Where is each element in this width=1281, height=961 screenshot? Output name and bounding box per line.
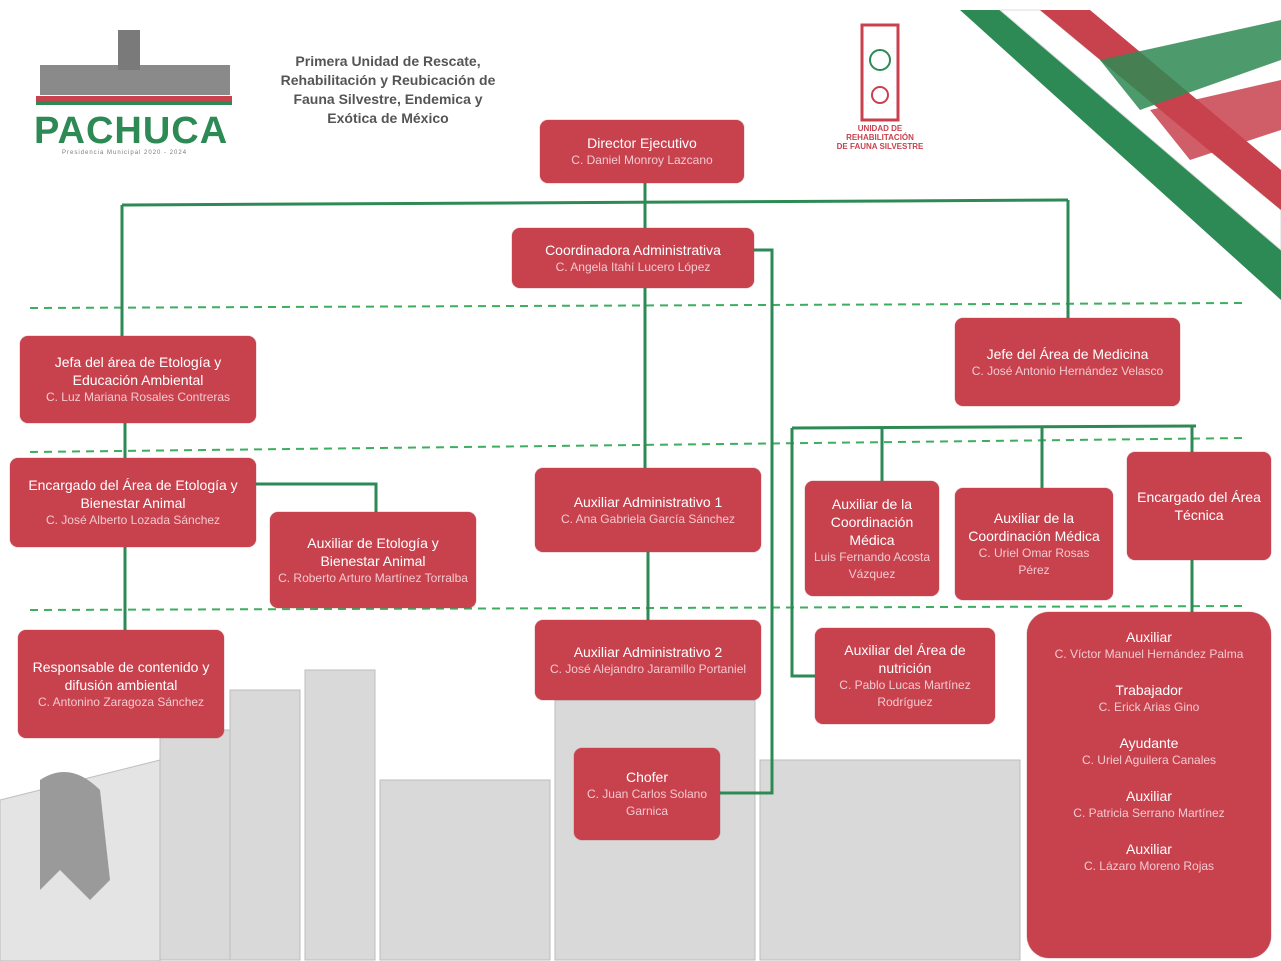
node-title: Encargado del Área Técnica <box>1137 489 1261 523</box>
pachuca-logo-subtitle: Presidencia Municipal 2020 - 2024 <box>62 150 188 156</box>
header-title-line: Primera Unidad de Rescate, <box>295 53 481 69</box>
node-person: C. Lázaro Moreno Rojas <box>1083 859 1215 873</box>
header-title: Primera Unidad de Rescate, Rehabilitació… <box>248 52 528 128</box>
staff-entry: Auxiliar C. Lázaro Moreno Rojas <box>1035 840 1263 875</box>
unidad-logo-line: DE FAUNA SILVESTRE <box>836 142 924 151</box>
node-person: C. Uriel Aguilera Canales <box>1081 753 1217 767</box>
node-auxiliar-etologia: Auxiliar de Etología y Bienestar Animal … <box>270 512 476 608</box>
city-skyline <box>0 669 1021 961</box>
node-person: C. Angela Itahí Lucero López <box>555 259 711 274</box>
node-title: Auxiliar Administrativo 2 <box>573 643 723 660</box>
staff-entry: Ayudante C. Uriel Aguilera Canales <box>1035 734 1263 769</box>
node-person: C. José Alejandro Jaramillo Portaniel <box>549 661 747 676</box>
staff-entry: Auxiliar C. Víctor Manuel Hernández Palm… <box>1035 628 1263 663</box>
node-title: Auxiliar <box>1126 788 1172 804</box>
node-encargado-etologia: Encargado del Área de Etología y Bienest… <box>10 458 256 547</box>
header-title-line: Rehabilitación y Reubicación de <box>280 72 496 88</box>
node-title: Jefe del Área de Medicina <box>986 345 1149 362</box>
staff-entry: Trabajador C. Erick Arias Gino <box>1035 681 1263 716</box>
node-coordinadora: Coordinadora Administrativa C. Angela It… <box>512 228 754 288</box>
node-responsable-contenido: Responsable de contenido y difusión ambi… <box>18 630 224 738</box>
node-title: Auxiliar de Etología y Bienestar Animal <box>307 534 439 569</box>
node-title: Encargado del Área de Etología y Bienest… <box>28 477 238 511</box>
header-title-line: Fauna Silvestre, Endemica y <box>293 91 483 107</box>
node-jefe-medicina: Jefe del Área de Medicina C. José Antoni… <box>955 318 1180 406</box>
node-title: Responsable de contenido y difusión ambi… <box>32 658 210 693</box>
node-person: C. Roberto Arturo Martínez Torralba <box>278 570 468 585</box>
node-person: C. Juan Carlos Solano Garnica <box>586 787 708 818</box>
node-title: Chofer <box>625 769 669 785</box>
node-person: C. Patricia Serrano Martínez <box>1073 806 1225 820</box>
node-title: Auxiliar de la Coordinación Médica <box>968 510 1100 544</box>
node-area-tecnica-staff: Auxiliar C. Víctor Manuel Hernández Palm… <box>1027 612 1271 958</box>
node-title: Auxiliar <box>1126 841 1172 857</box>
node-auxiliar-administrativo-1: Auxiliar Administrativo 1 C. Ana Gabriel… <box>535 468 761 552</box>
node-jefa-etologia: Jefa del área de Etología y Educación Am… <box>20 336 256 423</box>
header-title-line: Exótica de México <box>327 110 449 126</box>
node-person: C. Daniel Monroy Lazcano <box>571 153 713 167</box>
node-auxiliar-coordinacion-medica-2: Auxiliar de la Coordinación Médica C. Ur… <box>955 488 1113 600</box>
hierarchy-lines <box>120 183 1197 795</box>
node-title: Auxiliar Administrativo 1 <box>573 493 723 510</box>
staff-entry: Auxiliar C. Patricia Serrano Martínez <box>1035 787 1263 822</box>
node-title: Director Ejecutivo <box>587 135 697 151</box>
node-title: Jefa del área de Etología y Educación Am… <box>54 354 222 388</box>
node-person: C. Antonino Zaragoza Sánchez <box>37 694 205 709</box>
node-title: Trabajador <box>1115 682 1183 698</box>
node-title: Coordinadora Administrativa <box>545 241 721 258</box>
node-auxiliar-nutricion: Auxiliar del Área de nutrición C. Pablo … <box>815 628 995 724</box>
node-title: Auxiliar del Área de nutrición <box>844 642 966 676</box>
node-person: C. José Antonio Hernández Velasco <box>971 363 1164 378</box>
node-person: Luis Fernando Acosta Vázquez <box>813 549 931 581</box>
node-person: C. Pablo Lucas Martínez Rodríguez <box>839 678 971 709</box>
node-title: Auxiliar <box>1126 629 1172 645</box>
node-encargado-area-tecnica: Encargado del Área Técnica <box>1127 452 1271 560</box>
node-person: C. Erick Arias Gino <box>1098 700 1200 714</box>
node-person: C. Ana Gabriela García Sánchez <box>560 511 736 526</box>
node-person: C. Víctor Manuel Hernández Palma <box>1054 647 1244 661</box>
pachuca-logo-text: PACHUCA <box>34 110 229 152</box>
unidad-logo-line: REHABILITACIÓN <box>846 133 914 142</box>
node-person: C. Uriel Omar Rosas Pérez <box>978 546 1090 577</box>
node-chofer: Chofer C. Juan Carlos Solano Garnica <box>574 748 720 840</box>
node-auxiliar-coordinacion-medica-1: Auxiliar de la Coordinación Médica Luis … <box>805 481 939 596</box>
node-director: Director Ejecutivo C. Daniel Monroy Lazc… <box>540 120 744 183</box>
node-title: Ayudante <box>1119 735 1179 751</box>
node-person: C. José Alberto Lozada Sánchez <box>45 513 221 527</box>
flag-ribbon <box>960 9 1281 300</box>
node-title: Auxiliar de la Coordinación Médica <box>830 495 914 548</box>
unidad-logo-graphic <box>860 23 900 122</box>
unidad-logo-line: UNIDAD DE <box>857 124 903 133</box>
node-person: C. Luz Mariana Rosales Contreras <box>45 390 231 404</box>
pachuca-logo-graphic <box>36 30 232 105</box>
node-auxiliar-administrativo-2: Auxiliar Administrativo 2 C. José Alejan… <box>535 620 761 700</box>
unidad-logo-text: UNIDAD DE REHABILITACIÓN DE FAUNA SILVES… <box>820 124 940 151</box>
